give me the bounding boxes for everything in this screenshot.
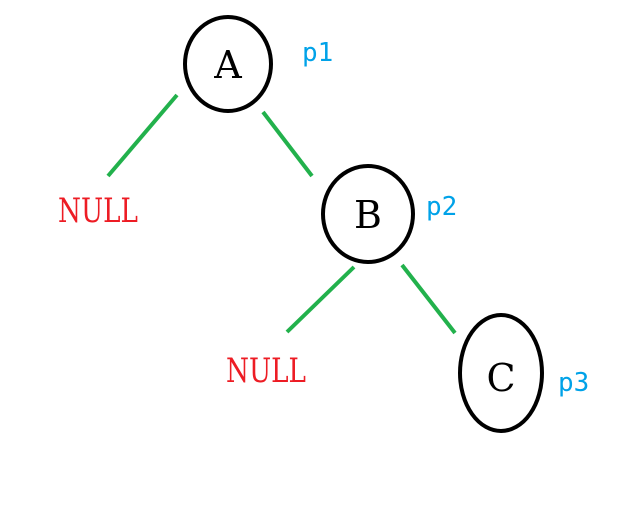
edge-a-left-null	[106, 93, 179, 178]
node-a-label: A	[213, 43, 242, 87]
edge-a-b	[261, 110, 314, 178]
node-b: B	[321, 164, 415, 264]
pointer-label-p3: p3	[558, 368, 589, 398]
node-c: C	[458, 313, 544, 433]
pointer-label-p2: p2	[426, 192, 457, 222]
edge-b-left-null	[285, 265, 356, 334]
edge-b-c	[400, 263, 457, 335]
node-b-label: B	[354, 193, 382, 237]
node-a: A	[183, 15, 273, 113]
node-c-label: C	[486, 356, 515, 400]
node-b-circle	[321, 164, 415, 264]
pointer-label-p1: p1	[302, 38, 333, 68]
null-label-a-left: NULL	[58, 191, 138, 231]
node-a-circle	[183, 15, 273, 113]
null-label-b-left: NULL	[226, 351, 306, 391]
node-c-circle	[458, 313, 544, 433]
